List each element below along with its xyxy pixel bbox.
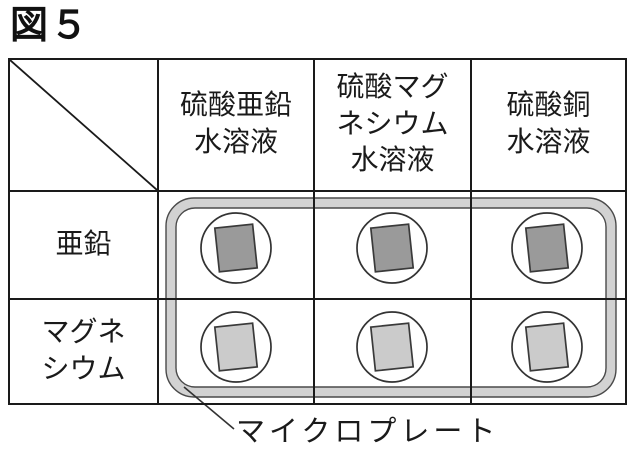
column-header-zinc-sulfate: 硫酸亜鉛 水溶液 <box>159 60 315 192</box>
chip-magnesium-1 <box>213 322 259 372</box>
cell-zinc-copper-sulfate <box>472 192 625 300</box>
microplate-label: マイクロプレート <box>236 416 500 448</box>
chip-zinc-3 <box>524 223 570 273</box>
row-header-label: 亜鉛 <box>55 228 112 260</box>
column-header-label: 硫酸亜鉛 水溶液 <box>179 90 292 158</box>
column-header-magnesium-sulfate: 硫酸マグ ネシウム 水溶液 <box>315 60 472 192</box>
chip-zinc-1 <box>213 223 259 273</box>
row-header-label: マグネ シウム <box>41 316 126 385</box>
cell-zinc-magnesium-sulfate <box>315 192 472 300</box>
row-header-zinc: 亜鉛 <box>10 192 159 300</box>
cell-magnesium-zinc-sulfate <box>159 300 315 403</box>
microplate-inner-face <box>175 207 607 388</box>
results-table: 硫酸亜鉛 水溶液 硫酸マグ ネシウム 水溶液 硫酸銅 水溶液 亜鉛 マグネ シウ… <box>8 58 627 405</box>
cell-magnesium-copper-sulfate <box>472 300 625 403</box>
chip-magnesium-3 <box>524 322 570 372</box>
chip-zinc-2 <box>369 223 415 273</box>
column-header-label: 硫酸銅 水溶液 <box>506 90 591 158</box>
chip-magnesium-2 <box>369 322 415 372</box>
cell-magnesium-magnesium-sulfate <box>315 300 472 403</box>
corner-diagonal-line <box>10 60 157 190</box>
column-header-copper-sulfate: 硫酸銅 水溶液 <box>472 60 625 192</box>
figure-title: 図５ <box>10 5 91 47</box>
cell-zinc-zinc-sulfate <box>159 192 315 300</box>
corner-cell <box>10 60 159 192</box>
microplate-leader-line <box>183 386 235 430</box>
column-header-label: 硫酸マグ ネシウム 水溶液 <box>336 71 449 177</box>
row-header-magnesium: マグネ シウム <box>10 300 159 403</box>
